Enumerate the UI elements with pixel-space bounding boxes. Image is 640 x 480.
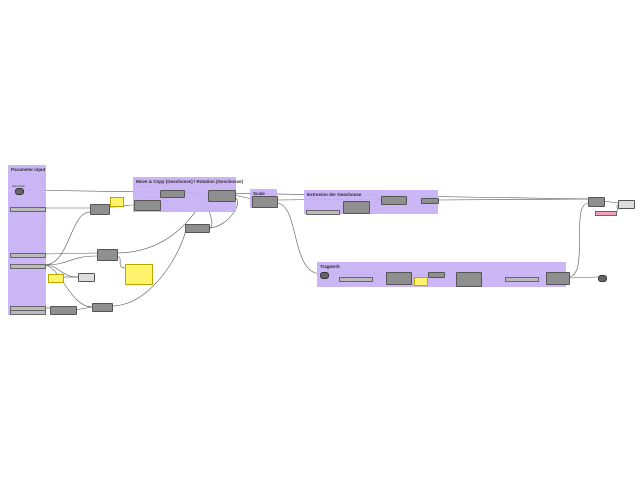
group-title: Move & Copy (Geschosse) / Rotation (Gesc… <box>136 179 244 184</box>
wire <box>233 194 253 200</box>
group-title: Extrusion der Geschosse <box>307 192 362 197</box>
group-parameter-input[interactable]: Parameter input <box>8 165 46 315</box>
input-curve-param[interactable] <box>15 188 24 195</box>
wire <box>602 200 619 204</box>
component[interactable] <box>421 198 439 204</box>
component-disabled[interactable] <box>78 273 95 282</box>
component[interactable] <box>208 190 236 202</box>
component[interactable] <box>546 272 570 285</box>
slider[interactable] <box>339 277 373 282</box>
component[interactable] <box>90 204 110 215</box>
colour-swatch[interactable] <box>595 211 617 216</box>
panel[interactable] <box>414 277 428 286</box>
slider[interactable] <box>306 210 340 215</box>
extrude-component[interactable] <box>381 196 407 205</box>
panel[interactable] <box>110 197 124 207</box>
panel[interactable] <box>48 274 64 283</box>
component[interactable] <box>588 197 605 207</box>
slider[interactable] <box>10 310 46 315</box>
wire <box>275 202 321 275</box>
scale-component[interactable] <box>252 196 278 208</box>
wire <box>43 264 79 278</box>
component[interactable] <box>97 249 118 261</box>
component[interactable] <box>134 200 161 211</box>
component[interactable] <box>160 190 185 198</box>
slider[interactable] <box>505 277 539 282</box>
wire <box>567 202 589 278</box>
wire <box>43 252 98 255</box>
wire <box>567 276 599 279</box>
wire <box>74 306 93 311</box>
group-title: Parameter input <box>11 167 46 172</box>
wire <box>43 255 98 266</box>
component[interactable] <box>428 272 445 278</box>
component[interactable] <box>386 272 412 285</box>
component[interactable] <box>343 201 370 214</box>
slider[interactable] <box>10 253 46 258</box>
param[interactable] <box>320 272 329 279</box>
component[interactable] <box>50 306 77 315</box>
wire <box>43 211 91 266</box>
input-curve-label: Input Curve <box>12 185 25 188</box>
component[interactable] <box>185 224 210 233</box>
slider[interactable] <box>10 264 46 269</box>
preview-component[interactable] <box>618 200 635 209</box>
component[interactable] <box>456 272 482 287</box>
slider[interactable] <box>10 207 46 212</box>
panel[interactable] <box>125 264 153 285</box>
component[interactable] <box>92 303 113 312</box>
wire <box>436 198 589 201</box>
group-title: Scale <box>253 191 265 196</box>
group-title: Tragwerk <box>320 264 340 269</box>
param[interactable] <box>598 275 607 282</box>
wire <box>207 197 238 229</box>
wire <box>43 264 93 308</box>
